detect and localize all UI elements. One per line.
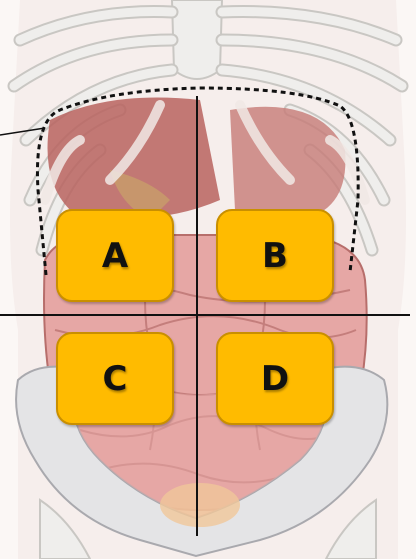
stomach-gallbladder-area	[110, 170, 170, 220]
leader-line	[0, 127, 46, 136]
dashed-boundary	[36, 86, 360, 276]
bladder	[160, 483, 240, 527]
quadrant-a-label: A	[101, 235, 129, 276]
spine	[170, 0, 224, 80]
quadrant-d-label: D	[260, 358, 290, 399]
quadrant-b-label: B	[262, 235, 288, 276]
quadrant-d: D	[216, 332, 334, 425]
quadrant-b: B	[216, 209, 334, 302]
quadrant-c: C	[56, 332, 174, 425]
quadrant-c-label: C	[102, 358, 128, 399]
quadrant-a: A	[56, 209, 174, 302]
